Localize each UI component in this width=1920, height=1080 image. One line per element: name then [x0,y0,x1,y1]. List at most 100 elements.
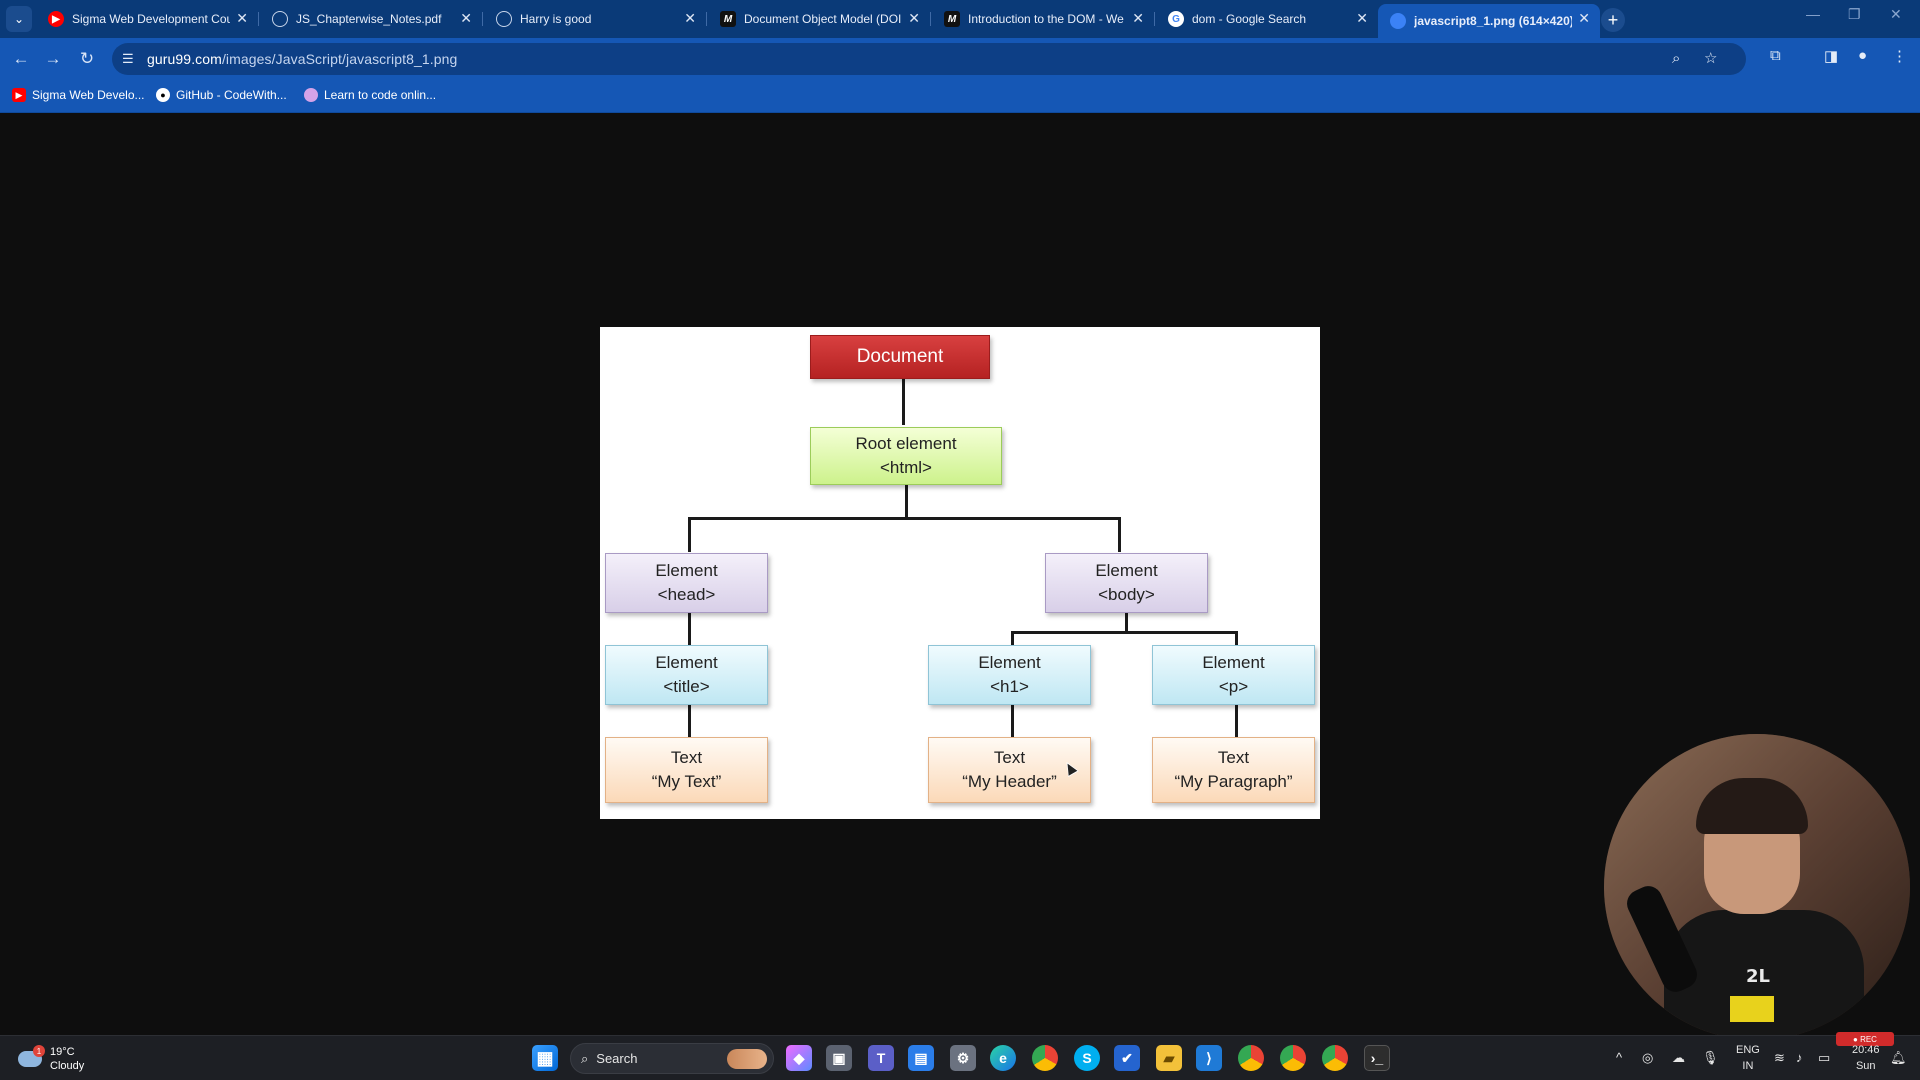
chrome-profile-2-icon[interactable] [1280,1045,1306,1071]
close-icon[interactable]: ✕ [1132,10,1144,26]
wifi-icon[interactable]: ≋ [1774,1050,1785,1065]
windows-start-icon[interactable]: ▦ [532,1045,558,1071]
p-element-node: Element <p> [1152,645,1315,705]
language-indicator[interactable]: ENG IN [1736,1042,1760,1074]
connector-line [1235,705,1238,737]
tab-search-button[interactable]: ⌄ [6,6,32,32]
microphone-tray-icon[interactable]: 🎙︎ [1702,1050,1719,1065]
zoom-icon[interactable]: ⌕ [1672,50,1681,67]
tab-introduction-to-dom[interactable]: M Introduction to the DOM - We ✕ [932,4,1155,34]
close-icon[interactable]: ✕ [460,10,472,26]
node-label: Text [1217,748,1250,767]
image-icon [1390,13,1406,29]
site-settings-icon[interactable]: ☰ [122,51,134,66]
app-tray-icon[interactable]: ◎ [1642,1050,1654,1065]
text-my-text-node: Text “My Text” [605,737,768,803]
maximize-icon[interactable]: ❐ [1848,6,1861,22]
browser-toolbar: ← → ↻ ☰ guru99.com/images/JavaScript/jav… [0,38,1920,80]
bookmark-sigma[interactable]: ▶ Sigma Web Develo... [12,88,145,102]
node-label: Root element [855,434,957,453]
onedrive-icon[interactable]: ☁ [1672,1050,1685,1065]
language-code: ENG [1736,1044,1760,1056]
volume-icon[interactable]: ♪ [1796,1050,1803,1065]
node-value: “My Header” [962,772,1057,791]
node-label: Element [655,561,718,580]
tab-strip: ⌄ ▶ Sigma Web Development Cou ✕ JS_Chapt… [0,0,1920,38]
notification-badge: 1 [33,1045,45,1057]
todo-check-icon[interactable]: ✔ [1114,1045,1140,1071]
close-icon[interactable]: ✕ [1578,10,1590,26]
tab-title: dom - Google Search [1192,12,1307,26]
close-icon[interactable]: ✕ [1356,10,1368,26]
tab-google-search[interactable]: G dom - Google Search ✕ [1156,4,1378,34]
chrome-icon[interactable] [1032,1045,1058,1071]
taskbar-search[interactable]: ⌕ Search [570,1043,774,1074]
taskbar: 1 19°C Cloudy ▦ ⌕ Search ◆ ▣ T ▤ ⚙ e S ✔… [0,1032,1920,1080]
close-icon[interactable]: ✕ [236,10,248,26]
connector-line [1011,631,1014,645]
connector-line [1011,705,1014,737]
tab-document-object-model[interactable]: M Document Object Model (DOI ✕ [708,4,931,34]
settings-gear-icon[interactable]: ⚙ [950,1045,976,1071]
head-element-node: Element <head> [605,553,768,613]
reload-icon: ↻ [79,49,95,68]
bookmark-star-icon[interactable]: ☆ [1704,50,1718,67]
minimize-icon[interactable]: — [1806,6,1820,22]
globe-icon [304,88,318,102]
node-label: Element [1202,653,1265,672]
extensions-icon[interactable]: ⧉ [1770,47,1781,64]
search-highlight-art [727,1049,767,1069]
system-clock[interactable]: 20:46 Sun [1852,1042,1880,1074]
copilot-icon[interactable]: ◆ [786,1045,812,1071]
presenter-hair [1696,778,1808,834]
bookmark-learn-to-code[interactable]: Learn to code onlin... [304,88,436,102]
address-bar[interactable]: ☰ guru99.com/images/JavaScript/javascrip… [112,43,1746,75]
tab-sigma-web-development[interactable]: ▶ Sigma Web Development Cou ✕ [36,4,259,34]
forward-button[interactable]: → [40,46,66,72]
notification-bell-icon[interactable]: 🔔︎ [1890,1050,1907,1065]
close-icon[interactable]: ✕ [684,10,696,26]
bookmark-label: GitHub - CodeWith... [176,88,287,102]
profile-icon[interactable]: ● [1858,47,1868,64]
window-close-icon[interactable]: ✕ [1890,6,1902,22]
node-label: Text [670,748,703,767]
terminal-icon[interactable]: ›_ [1364,1045,1390,1071]
plus-icon: + [1607,9,1619,30]
node-label: Element [655,653,718,672]
connector-line [1118,517,1121,552]
tab-harry-is-good[interactable]: Harry is good ✕ [484,4,707,34]
file-explorer-icon[interactable]: ▰ [1156,1045,1182,1071]
youtube-icon: ▶ [12,88,26,102]
dom-tree-image[interactable]: Document Root element <html> Element <he… [600,327,1320,819]
clock-time: 20:46 [1852,1044,1880,1056]
url-text[interactable]: guru99.com/images/JavaScript/javascript8… [147,51,457,67]
teams-icon[interactable]: T [868,1045,894,1071]
task-view-icon[interactable]: ▣ [826,1045,852,1071]
connector-line [688,613,691,645]
bookmark-github[interactable]: ● GitHub - CodeWith... [156,88,287,102]
node-tag: <head> [657,585,716,604]
node-value: “My Paragraph” [1174,772,1293,791]
weather-widget[interactable]: 1 19°C Cloudy [18,1045,84,1073]
reload-button[interactable]: ↻ [74,46,100,72]
chrome-profile-3-icon[interactable] [1322,1045,1348,1071]
close-icon[interactable]: ✕ [908,10,920,26]
edge-icon[interactable]: e [990,1045,1016,1071]
tab-js-notes[interactable]: JS_Chapterwise_Notes.pdf ✕ [260,4,483,34]
globe-icon [496,11,512,27]
calendar-icon[interactable]: ▤ [908,1045,934,1071]
new-tab-button[interactable]: + [1601,8,1625,32]
menu-icon[interactable]: ⋮ [1892,48,1907,65]
github-icon: ● [156,88,170,102]
back-button[interactable]: ← [8,46,34,72]
connector-line [688,517,1120,520]
side-panel-icon[interactable]: ◨ [1824,48,1839,65]
chevron-up-icon[interactable]: ^ [1616,1050,1623,1065]
weather-temp: 19°C [50,1046,75,1058]
tab-javascript8-image[interactable]: javascript8_1.png (614×420) ✕ [1378,4,1600,38]
battery-icon[interactable]: ▭ [1818,1050,1831,1065]
cloud-icon: 1 [18,1045,45,1067]
skype-icon[interactable]: S [1074,1045,1100,1071]
chrome-profile-icon[interactable] [1238,1045,1264,1071]
vscode-icon[interactable]: ⟩ [1196,1045,1222,1071]
